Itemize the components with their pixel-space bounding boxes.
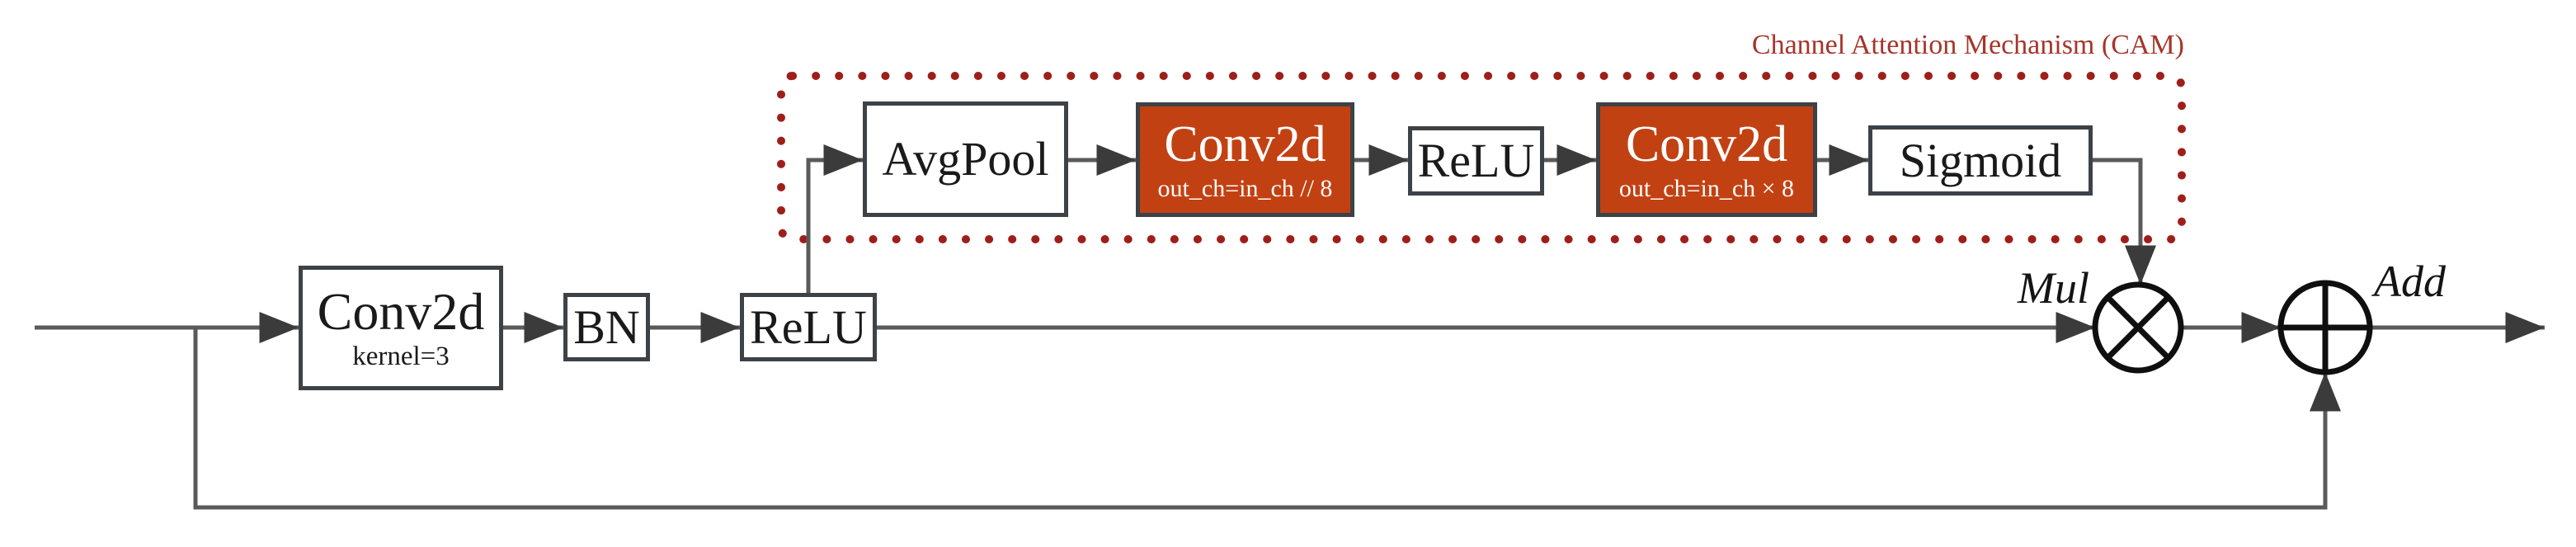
conv2d-expand-subtitle: out_ch=in_ch × 8	[1618, 174, 1795, 202]
conv2d-main-subtitle: kernel=3	[352, 342, 450, 371]
conv2d-reduce-title: Conv2d	[1164, 116, 1326, 172]
conv2d-reduce-box: Conv2d out_ch=in_ch // 8	[1136, 102, 1354, 217]
bn-box: BN	[563, 293, 650, 361]
add-plus-icon	[2281, 283, 2370, 372]
bn-title: BN	[573, 299, 640, 354]
relu-cam-title: ReLU	[1417, 134, 1535, 187]
conv2d-main-box: Conv2d kernel=3	[299, 266, 503, 390]
conv2d-main-title: Conv2d	[317, 282, 485, 341]
sigmoid-title: Sigmoid	[1899, 133, 2062, 187]
multiply-node	[2092, 281, 2184, 374]
connector-relu-to-avgpool	[806, 144, 863, 293]
cam-region-label: Channel Attention Mechanism (CAM)	[1751, 30, 2184, 60]
sigmoid-box: Sigmoid	[1868, 125, 2093, 196]
avgpool-title: AvgPool	[882, 132, 1049, 186]
avgpool-box: AvgPool	[863, 101, 1068, 217]
connector-sigmoid-to-mul	[2093, 158, 2156, 285]
connector-skip-connection	[193, 328, 2341, 510]
relu-main-title: ReLU	[750, 299, 867, 354]
multiply-x-icon	[2105, 295, 2171, 361]
mul-operator-label: Mul	[2018, 263, 2089, 313]
add-node	[2277, 280, 2373, 375]
relu-main-box: ReLU	[740, 293, 877, 361]
relu-cam-box: ReLU	[1408, 126, 1544, 196]
add-operator-label: Add	[2374, 257, 2446, 306]
conv2d-expand-title: Conv2d	[1625, 116, 1788, 172]
conv2d-expand-box: Conv2d out_ch=in_ch × 8	[1596, 102, 1817, 217]
conv2d-reduce-subtitle: out_ch=in_ch // 8	[1157, 174, 1333, 202]
